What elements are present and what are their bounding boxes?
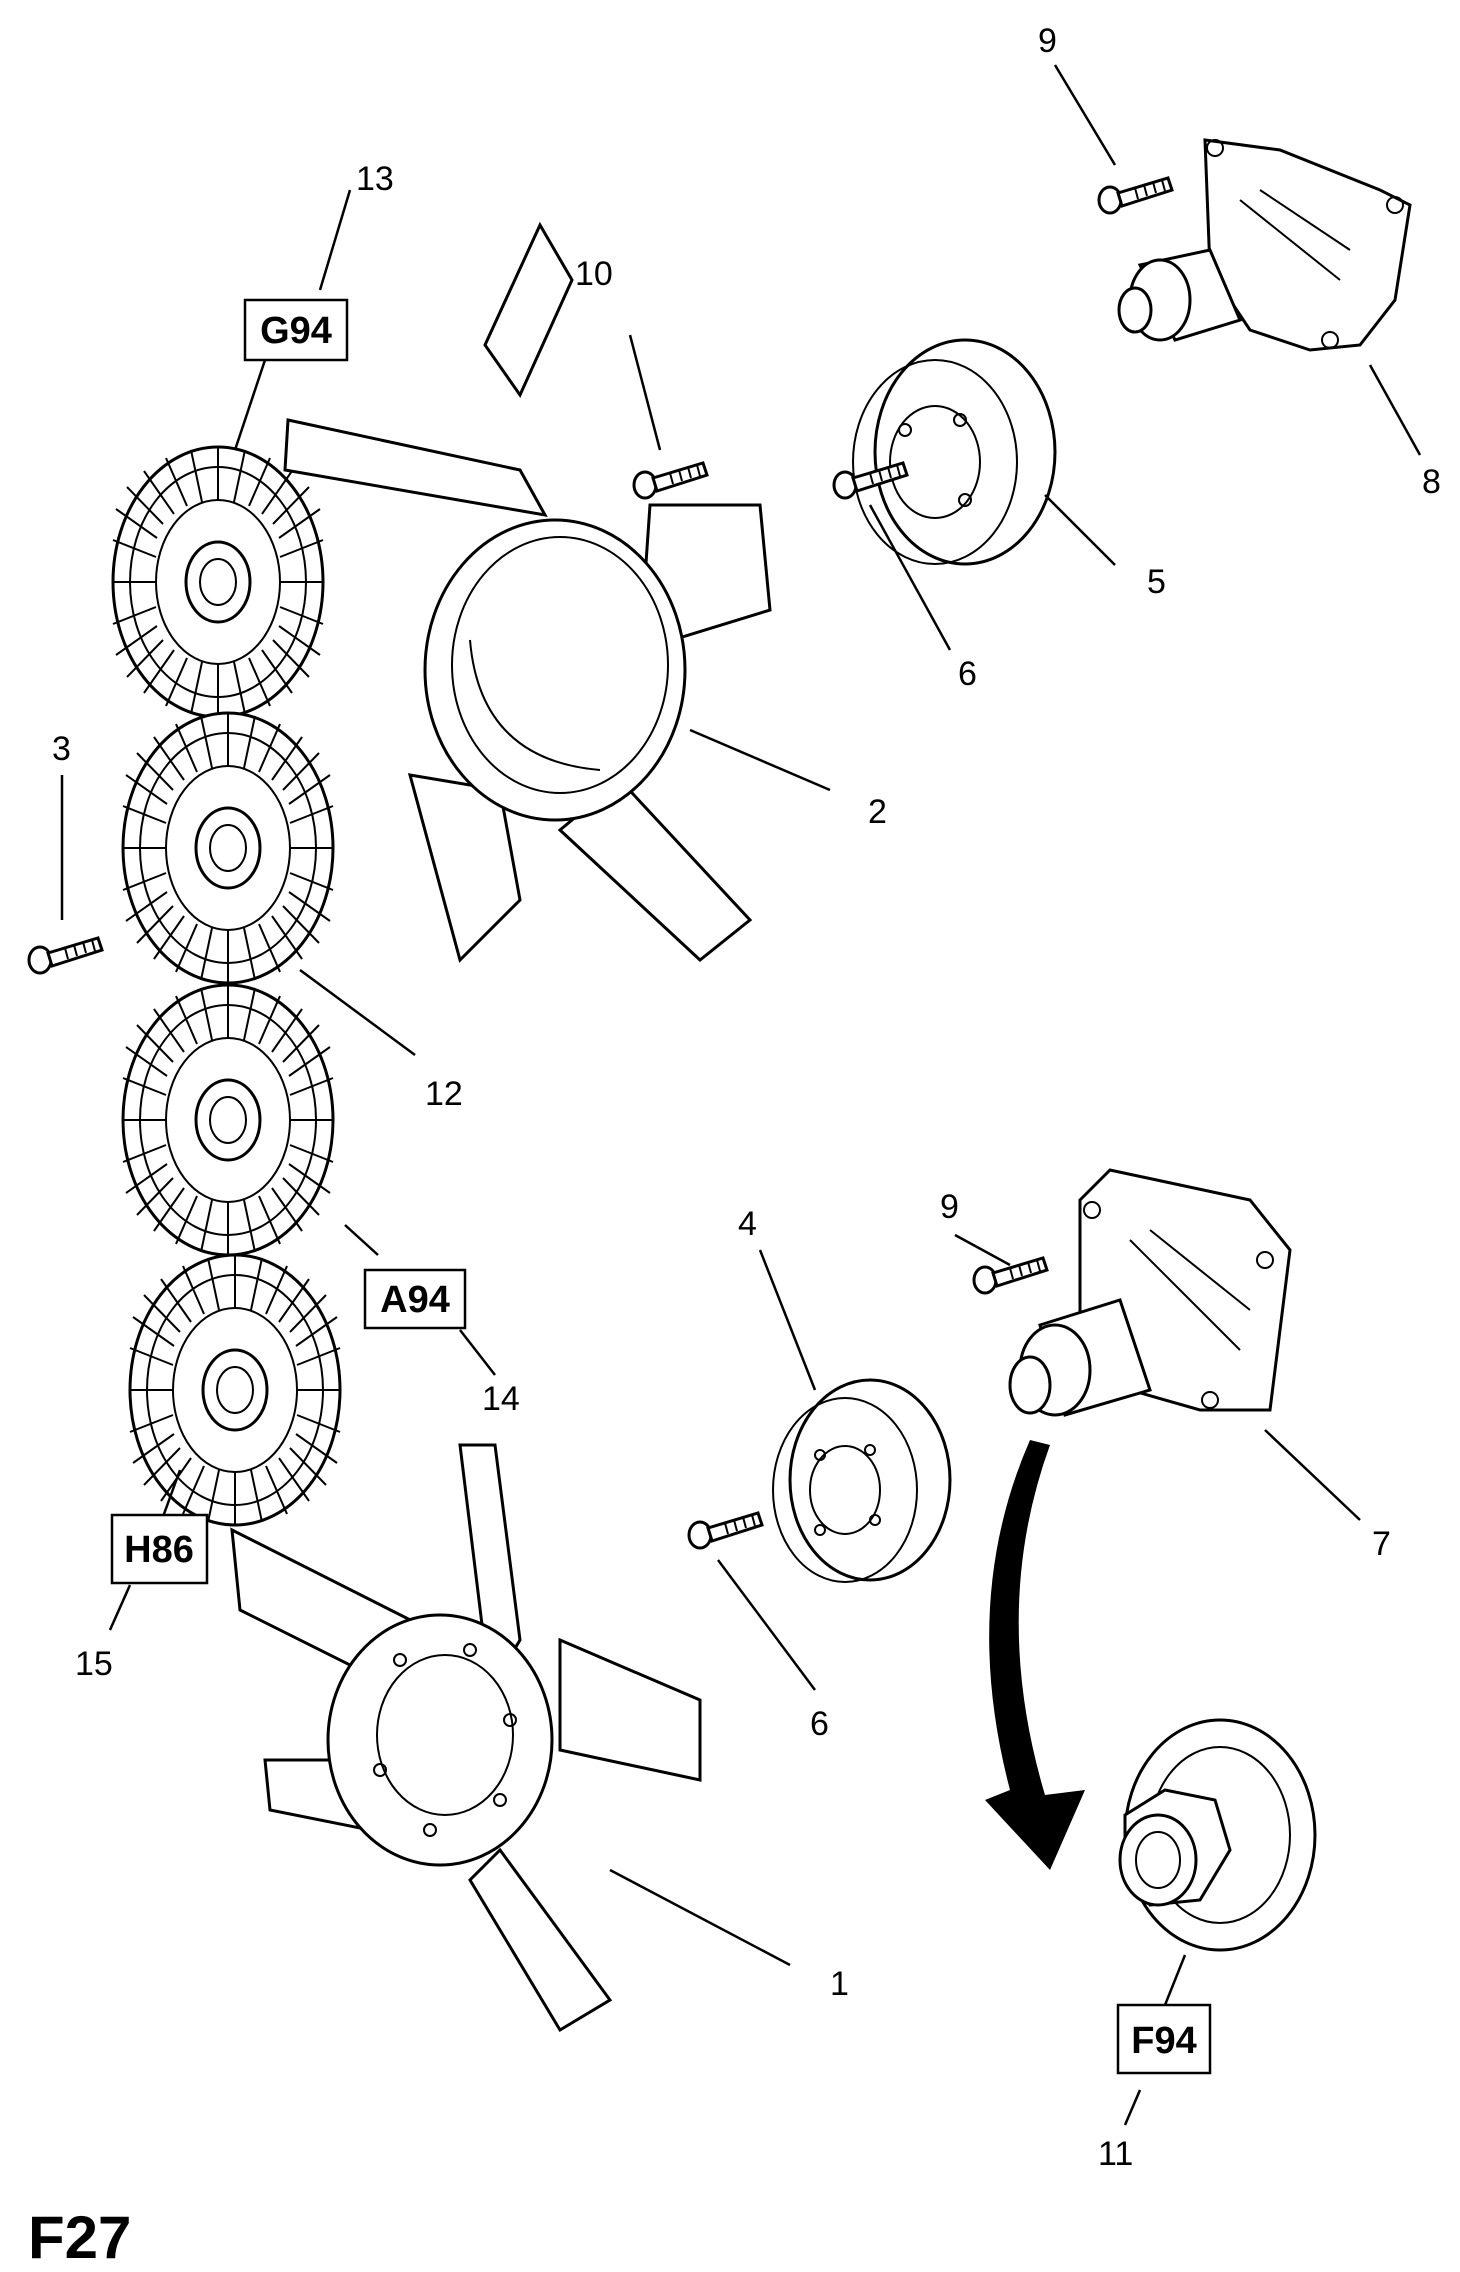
bolt-6-lower — [687, 1511, 764, 1550]
code-box-f94: F94 — [1116, 2003, 1212, 2075]
figure-label: F27 — [28, 2204, 131, 2271]
fan-upper — [283, 221, 772, 963]
callout-6-upper: 6 — [958, 655, 977, 693]
water-pump-upper — [1117, 138, 1412, 352]
callout-4: 4 — [738, 1205, 757, 1243]
callout-10: 10 — [575, 255, 613, 293]
code-g94: G94 — [260, 310, 332, 352]
callout-7: 7 — [1372, 1525, 1391, 1563]
callout-11: 11 — [1098, 2135, 1133, 2173]
bolt-3 — [27, 936, 104, 975]
callout-1: 1 — [830, 1965, 849, 2003]
callout-15: 15 — [75, 1645, 113, 1683]
water-pump-lower — [1008, 1168, 1292, 1417]
pulley-upper — [852, 338, 1057, 566]
pulley-lower — [772, 1378, 952, 1583]
callout-6-lower: 6 — [810, 1705, 829, 1743]
code-h86: H86 — [124, 1529, 194, 1571]
leader-lines — [60, 64, 1422, 2126]
code-a94: A94 — [380, 1279, 450, 1321]
callout-13: 13 — [356, 160, 394, 198]
callout-14: 14 — [482, 1380, 520, 1418]
transition-arrow — [985, 1440, 1085, 1870]
fan-clutch-h86 — [128, 1253, 342, 1527]
callout-12: 12 — [425, 1075, 463, 1113]
fan-lower — [230, 1443, 702, 2033]
callout-9-upper: 9 — [1038, 22, 1057, 60]
code-box-g94: G94 — [243, 298, 349, 362]
fan-clutch-a94 — [121, 983, 335, 1257]
fan-clutch-g94 — [111, 445, 325, 719]
callout-9-lower: 9 — [940, 1188, 959, 1226]
bolt-9-upper — [1097, 176, 1174, 215]
callout-5: 5 — [1147, 563, 1166, 601]
callout-8: 8 — [1422, 463, 1441, 501]
bolt-10 — [632, 461, 709, 500]
code-f94: F94 — [1131, 2020, 1196, 2062]
code-box-h86: H86 — [110, 1513, 209, 1585]
fan-clutch-12 — [121, 711, 335, 985]
viscous-clutch-f94 — [1118, 1718, 1317, 1952]
callout-2: 2 — [868, 793, 887, 831]
bolt-9-lower — [972, 1256, 1049, 1295]
callout-3: 3 — [52, 730, 71, 768]
code-box-a94: A94 — [363, 1268, 467, 1330]
